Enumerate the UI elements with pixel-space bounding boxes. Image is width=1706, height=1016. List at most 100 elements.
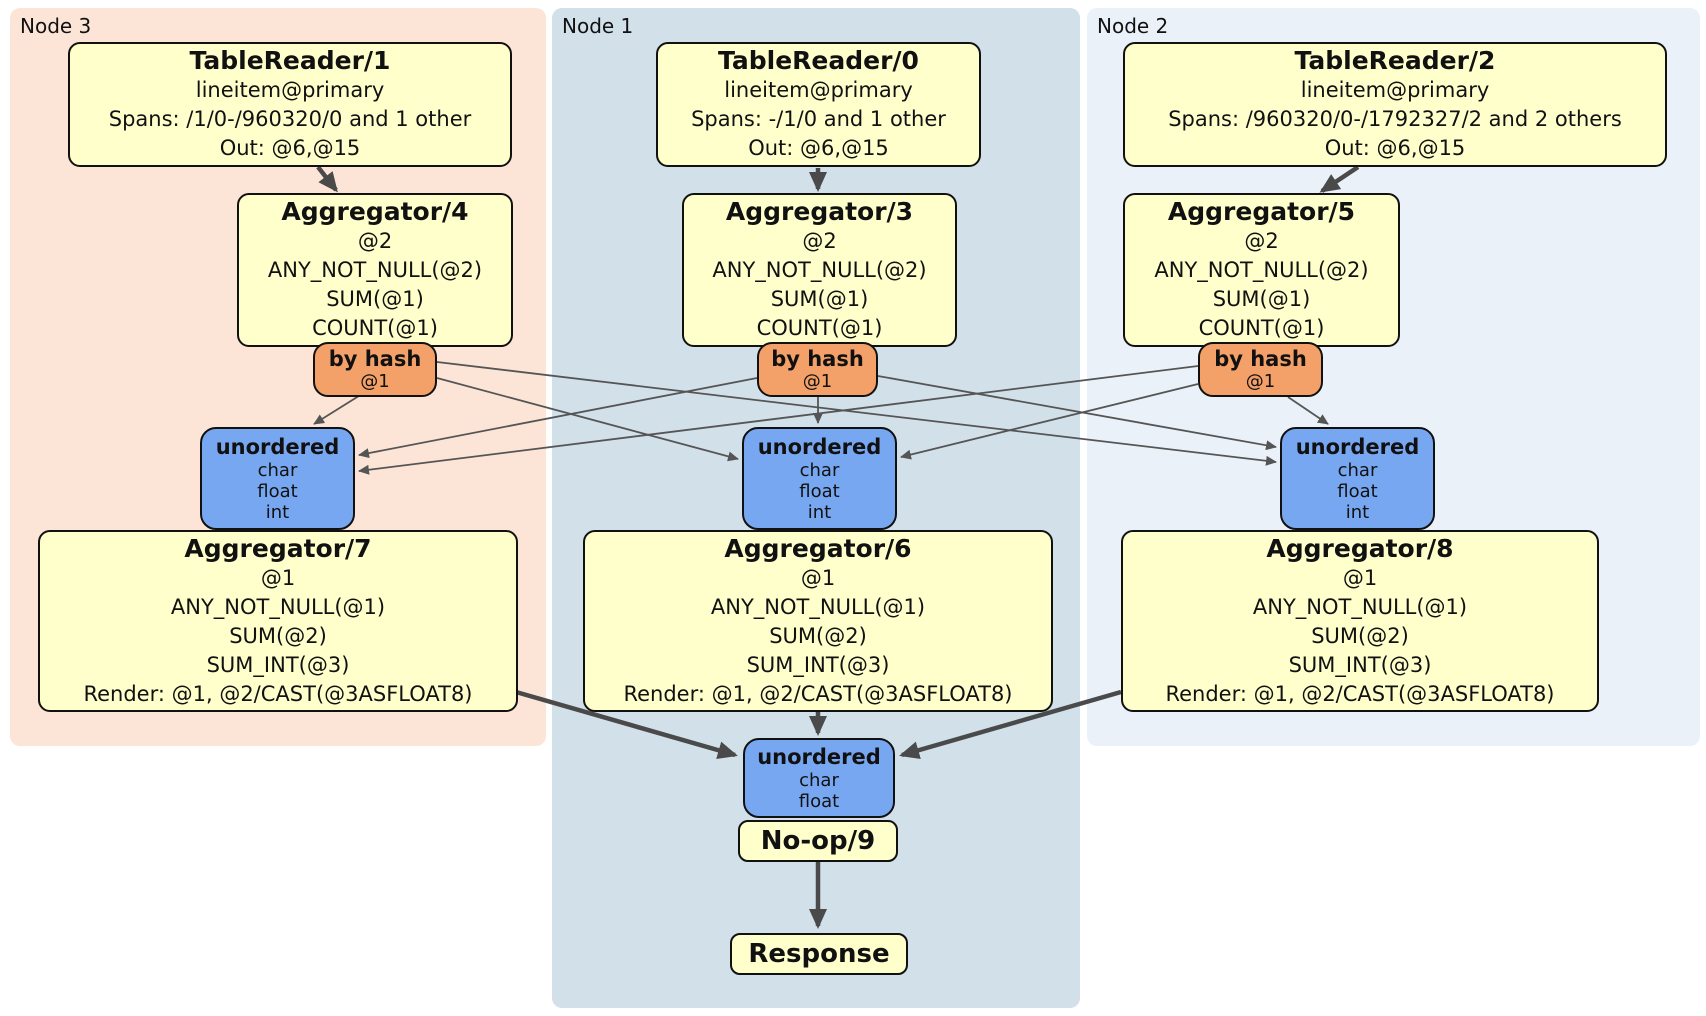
sync-line: int (265, 501, 290, 523)
sync-line: int (1345, 501, 1370, 523)
edge-router2-sync3 (358, 365, 1199, 475)
processor-line: Out: @6,@15 (1324, 136, 1466, 160)
edge-aggregator8-finalsync (899, 689, 1122, 759)
sync-title: unordered (757, 434, 882, 459)
processor-line: ANY_NOT_NULL(@2) (712, 258, 927, 282)
sync-line: float (798, 790, 840, 812)
processor-tablereader-2: TableReader/2 lineitem@primary Spans: /9… (1123, 42, 1667, 167)
edge-tablereader1-aggregator4 (316, 165, 338, 193)
processor-line: @1 (260, 565, 296, 590)
processor-title: Aggregator/3 (725, 197, 914, 226)
processor-line: ANY_NOT_NULL(@2) (267, 258, 483, 282)
sync-line: char (257, 459, 298, 481)
sync-line: float (257, 480, 298, 502)
processor-line: Render: @1, @2/CAST(@3ASFLOAT8) (83, 681, 473, 706)
processor-title: Aggregator/5 (1167, 197, 1356, 226)
processor-aggregator-6: Aggregator/6 @1 ANY_NOT_NULL(@1) SUM(@2)… (583, 530, 1053, 712)
processor-title: Aggregator/7 (184, 533, 372, 563)
processor-line: Render: @1, @2/CAST(@3ASFLOAT8) (623, 681, 1013, 706)
edge-router2-sync1 (900, 383, 1199, 460)
router-by-hash-node2: by hash @1 (1198, 342, 1323, 397)
router-title: by hash (1214, 347, 1307, 371)
processor-line: Spans: /1/0-/960320/0 and 1 other (108, 107, 472, 131)
processor-line: COUNT(@1) (756, 316, 883, 340)
processor-title: Aggregator/6 (724, 533, 912, 563)
processor-line: ANY_NOT_NULL(@2) (1154, 258, 1369, 282)
processor-line: Spans: /960320/0-/1792327/2 and 2 others (1168, 107, 1622, 131)
processor-line: SUM_INT(@3) (1288, 652, 1432, 677)
edge-router1-sync2 (877, 375, 1277, 451)
processor-title: Aggregator/4 (281, 197, 469, 226)
node-region-label: Node 1 (562, 14, 634, 38)
processor-line: lineitem@primary (724, 78, 913, 102)
processor-line: @2 (357, 229, 393, 253)
router-detail: @1 (360, 371, 390, 392)
edge-router1-sync3 (358, 377, 758, 459)
processor-tablereader-1: TableReader/1 lineitem@primary Spans: /1… (68, 42, 512, 167)
processor-line: Render: @1, @2/CAST(@3ASFLOAT8) (1165, 681, 1555, 706)
edge-tablereader2-aggregator5 (1319, 165, 1360, 193)
processor-line: SUM_INT(@3) (206, 652, 350, 677)
processor-line: SUM(@1) (1212, 287, 1311, 311)
processor-aggregator-7: Aggregator/7 @1 ANY_NOT_NULL(@1) SUM(@2)… (38, 530, 518, 712)
processor-title: Aggregator/8 (1266, 533, 1454, 563)
sync-line: float (799, 480, 840, 502)
edge-router3-sync3 (313, 393, 363, 425)
edge-router3-sync1 (436, 377, 739, 462)
processor-title: Response (748, 939, 890, 969)
sync-unordered-final: unordered char float (743, 738, 895, 818)
processor-line: SUM(@2) (769, 623, 867, 648)
processor-line: SUM(@1) (326, 287, 424, 311)
router-by-hash-node3: by hash @1 (313, 342, 437, 397)
processor-line: Out: @6,@15 (748, 136, 889, 160)
sync-line: float (1337, 480, 1378, 502)
processor-line: Out: @6,@15 (219, 136, 361, 160)
sync-title: unordered (757, 744, 881, 769)
processor-title: TableReader/2 (1294, 46, 1496, 75)
node-region-label: Node 2 (1097, 14, 1169, 38)
processor-line: ANY_NOT_NULL(@1) (170, 594, 386, 619)
processor-line: @1 (1342, 565, 1378, 590)
router-by-hash-node1: by hash @1 (757, 342, 878, 397)
processor-aggregator-3: Aggregator/3 @2 ANY_NOT_NULL(@2) SUM(@1)… (682, 193, 957, 347)
edge-aggregator7-finalsync (515, 689, 738, 759)
edge-router3-sync2 (436, 361, 1277, 466)
router-title: by hash (771, 347, 864, 371)
processor-title: No-op/9 (760, 826, 876, 856)
processor-title: TableReader/0 (718, 46, 919, 75)
sync-unordered-node3: unordered char float int (200, 427, 355, 530)
sync-title: unordered (215, 434, 340, 459)
processor-line: lineitem@primary (1300, 78, 1490, 102)
sync-line: char (1337, 459, 1378, 481)
processor-line: ANY_NOT_NULL(@1) (710, 594, 926, 619)
router-detail: @1 (1245, 371, 1276, 392)
processor-tablereader-0: TableReader/0 lineitem@primary Spans: -/… (656, 42, 981, 167)
processor-response: Response (730, 933, 908, 975)
processor-aggregator-8: Aggregator/8 @1 ANY_NOT_NULL(@1) SUM(@2)… (1121, 530, 1599, 712)
edge-router2-sync2 (1287, 396, 1329, 425)
processor-line: lineitem@primary (195, 78, 385, 102)
processor-noop-9: No-op/9 (738, 820, 898, 862)
processor-line: SUM_INT(@3) (746, 652, 890, 677)
processor-line: COUNT(@1) (312, 316, 438, 340)
processor-title: TableReader/1 (189, 46, 391, 75)
router-title: by hash (328, 347, 422, 371)
processor-line: @1 (800, 565, 836, 590)
processor-line: @2 (1244, 229, 1279, 253)
processor-aggregator-5: Aggregator/5 @2 ANY_NOT_NULL(@2) SUM(@1)… (1123, 193, 1400, 347)
sync-unordered-node2: unordered char float int (1280, 427, 1435, 530)
processor-aggregator-4: Aggregator/4 @2 ANY_NOT_NULL(@2) SUM(@1)… (237, 193, 513, 347)
router-detail: @1 (802, 371, 833, 392)
processor-line: SUM(@1) (770, 287, 869, 311)
processor-line: ANY_NOT_NULL(@1) (1252, 594, 1468, 619)
processor-line: @2 (802, 229, 837, 253)
processor-line: Spans: -/1/0 and 1 other (691, 107, 946, 131)
sync-line: char (799, 459, 840, 481)
node-region-label: Node 3 (20, 14, 92, 38)
sync-unordered-node1: unordered char float int (742, 427, 897, 530)
processor-line: SUM(@2) (229, 623, 327, 648)
sync-title: unordered (1295, 434, 1420, 459)
processor-line: SUM(@2) (1311, 623, 1409, 648)
